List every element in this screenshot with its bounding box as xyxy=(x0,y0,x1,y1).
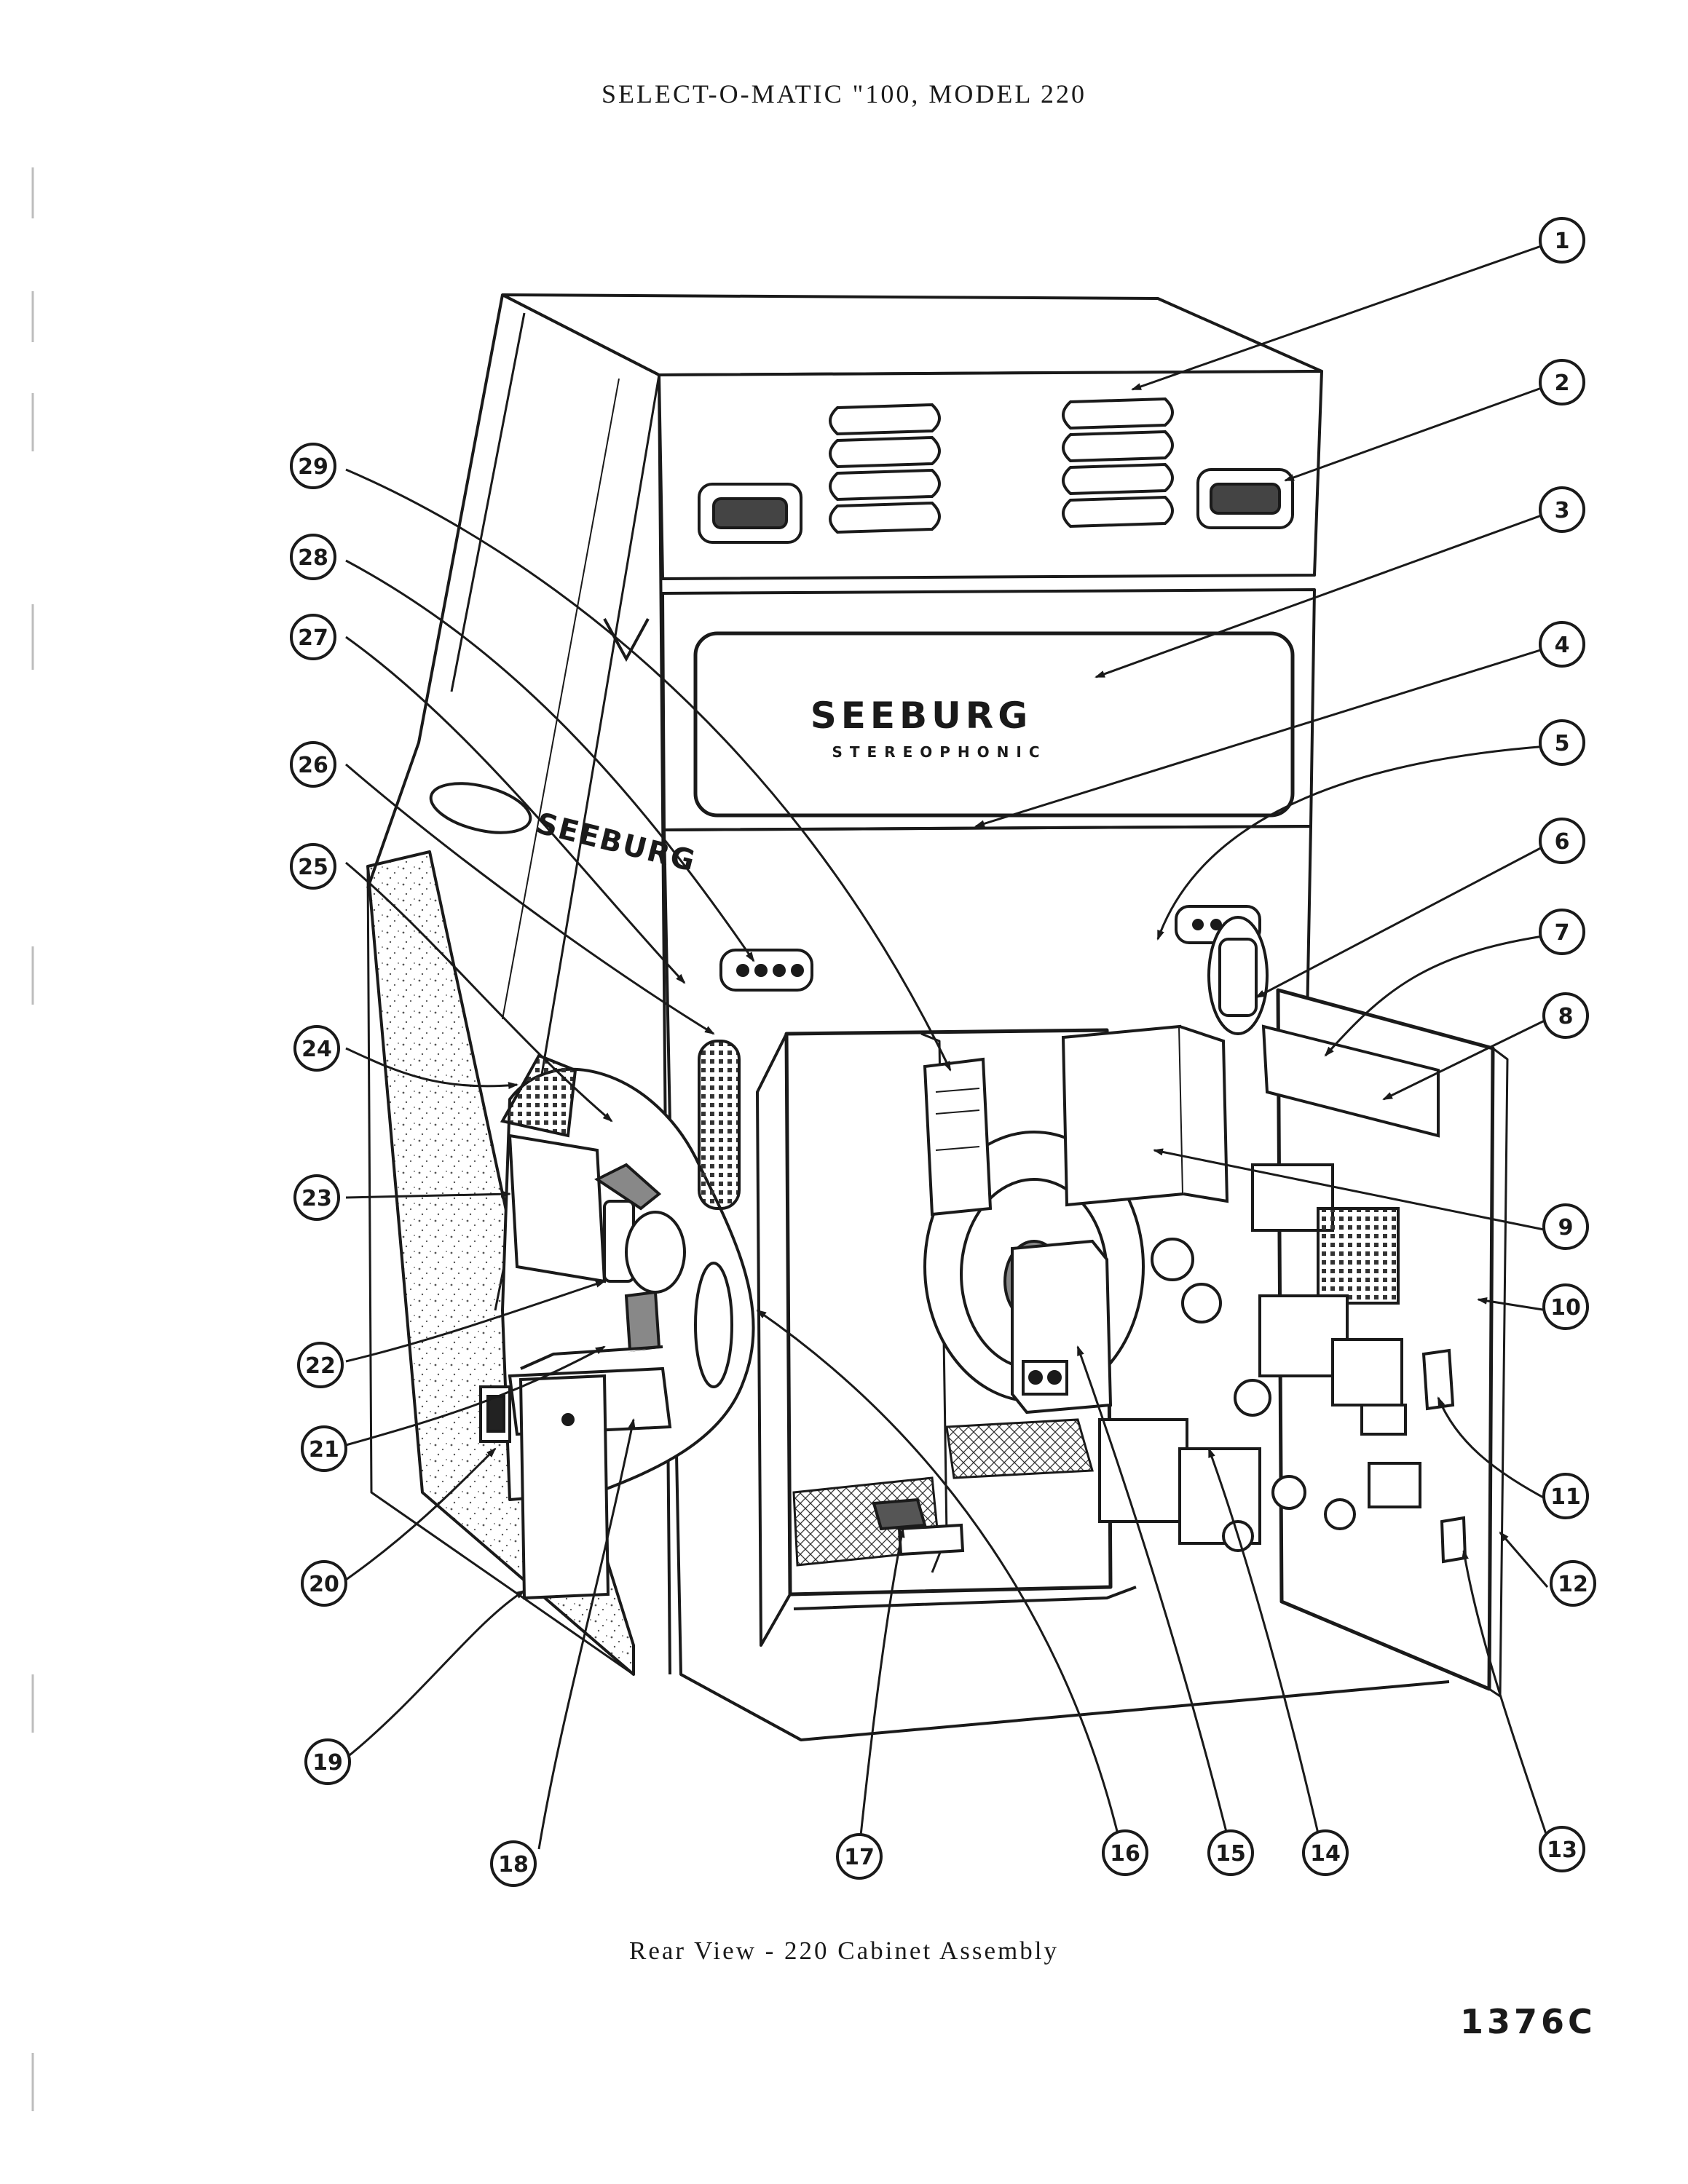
svg-text:13: 13 xyxy=(1547,1837,1577,1863)
callout-16: 16 xyxy=(1102,1829,1148,1876)
callout-27: 27 xyxy=(290,614,336,660)
callout-18: 18 xyxy=(490,1840,537,1887)
callout-9: 9 xyxy=(1542,1203,1589,1250)
callout-11: 11 xyxy=(1542,1473,1589,1519)
callout-markers: 1 2 3 4 5 6 7 8 9 10 11 12 13 14 15 16 1… xyxy=(290,217,1596,1887)
power-supply-box xyxy=(1011,1239,1113,1415)
callout-23: 23 xyxy=(293,1174,340,1221)
callout-22: 22 xyxy=(297,1342,344,1388)
callout-15: 15 xyxy=(1207,1829,1254,1876)
svg-text:23: 23 xyxy=(301,1186,332,1211)
svg-text:9: 9 xyxy=(1558,1215,1574,1241)
svg-text:6: 6 xyxy=(1555,829,1570,855)
svg-text:14: 14 xyxy=(1310,1841,1341,1867)
callout-13: 13 xyxy=(1539,1826,1585,1872)
svg-text:26: 26 xyxy=(298,753,328,778)
figure-caption: Rear View - 220 Cabinet Assembly xyxy=(629,1936,1059,1965)
callout-2: 2 xyxy=(1539,359,1585,405)
svg-text:18: 18 xyxy=(498,1852,529,1878)
callout-26: 26 xyxy=(290,741,336,788)
callout-1: 1 xyxy=(1539,217,1585,264)
floor-grille-right xyxy=(945,1418,1094,1479)
svg-text:4: 4 xyxy=(1555,633,1570,658)
svg-text:12: 12 xyxy=(1558,1572,1588,1597)
callout-7: 7 xyxy=(1539,909,1585,955)
page-title: SELECT-O-MATIC "100, MODEL 220 xyxy=(601,79,1087,108)
callout-19: 19 xyxy=(304,1738,351,1785)
document-number: 1376C xyxy=(1460,2002,1596,2041)
svg-text:17: 17 xyxy=(844,1845,875,1870)
callout-3: 3 xyxy=(1539,486,1585,533)
svg-text:11: 11 xyxy=(1550,1484,1581,1510)
svg-text:16: 16 xyxy=(1110,1841,1140,1867)
svg-text:22: 22 xyxy=(305,1353,336,1379)
callout-leaders xyxy=(345,242,1553,1850)
plug-in-capacitor xyxy=(1207,916,1269,1035)
svg-text:15: 15 xyxy=(1215,1841,1246,1867)
crossover-network-box xyxy=(923,1057,993,1216)
svg-text:20: 20 xyxy=(309,1572,339,1597)
callout-25: 25 xyxy=(290,843,336,890)
svg-text:21: 21 xyxy=(309,1437,339,1463)
svg-text:2: 2 xyxy=(1555,371,1570,396)
side-mechanism xyxy=(479,1053,733,1600)
svg-text:1: 1 xyxy=(1555,229,1570,254)
svg-text:8: 8 xyxy=(1558,1004,1574,1029)
svg-text:7: 7 xyxy=(1555,920,1570,946)
callout-20: 20 xyxy=(301,1560,347,1607)
svg-text:10: 10 xyxy=(1550,1295,1581,1321)
glass-trim xyxy=(603,618,650,662)
vent-louvers xyxy=(829,397,1174,534)
svg-text:5: 5 xyxy=(1555,731,1570,756)
svg-text:27: 27 xyxy=(298,625,328,651)
svg-text:24: 24 xyxy=(301,1037,332,1062)
callout-29: 29 xyxy=(290,443,336,489)
side-logo: SEEBURG xyxy=(429,782,699,879)
side-grille xyxy=(698,1040,741,1210)
callout-8: 8 xyxy=(1542,992,1589,1039)
callout-4: 4 xyxy=(1539,621,1585,668)
callout-12: 12 xyxy=(1550,1560,1596,1607)
svg-text:28: 28 xyxy=(298,545,328,571)
brand-subtitle: STEREOPHONIC xyxy=(832,743,1046,761)
rear-connectors xyxy=(719,905,1261,992)
svg-text:29: 29 xyxy=(298,454,328,480)
svg-text:3: 3 xyxy=(1555,498,1570,523)
callout-17: 17 xyxy=(836,1833,883,1880)
svg-text:25: 25 xyxy=(298,855,328,880)
callout-14: 14 xyxy=(1302,1829,1349,1876)
cabinet-handles xyxy=(698,468,1294,544)
callout-5: 5 xyxy=(1539,719,1585,766)
brand-logo: SEEBURG xyxy=(811,695,1033,737)
callout-24: 24 xyxy=(293,1025,340,1072)
callout-21: 21 xyxy=(301,1425,347,1472)
callout-10: 10 xyxy=(1542,1283,1589,1330)
callout-6: 6 xyxy=(1539,818,1585,864)
svg-text:19: 19 xyxy=(312,1750,343,1776)
callout-28: 28 xyxy=(290,534,336,580)
amplifier-chassis xyxy=(1061,1024,1440,1552)
